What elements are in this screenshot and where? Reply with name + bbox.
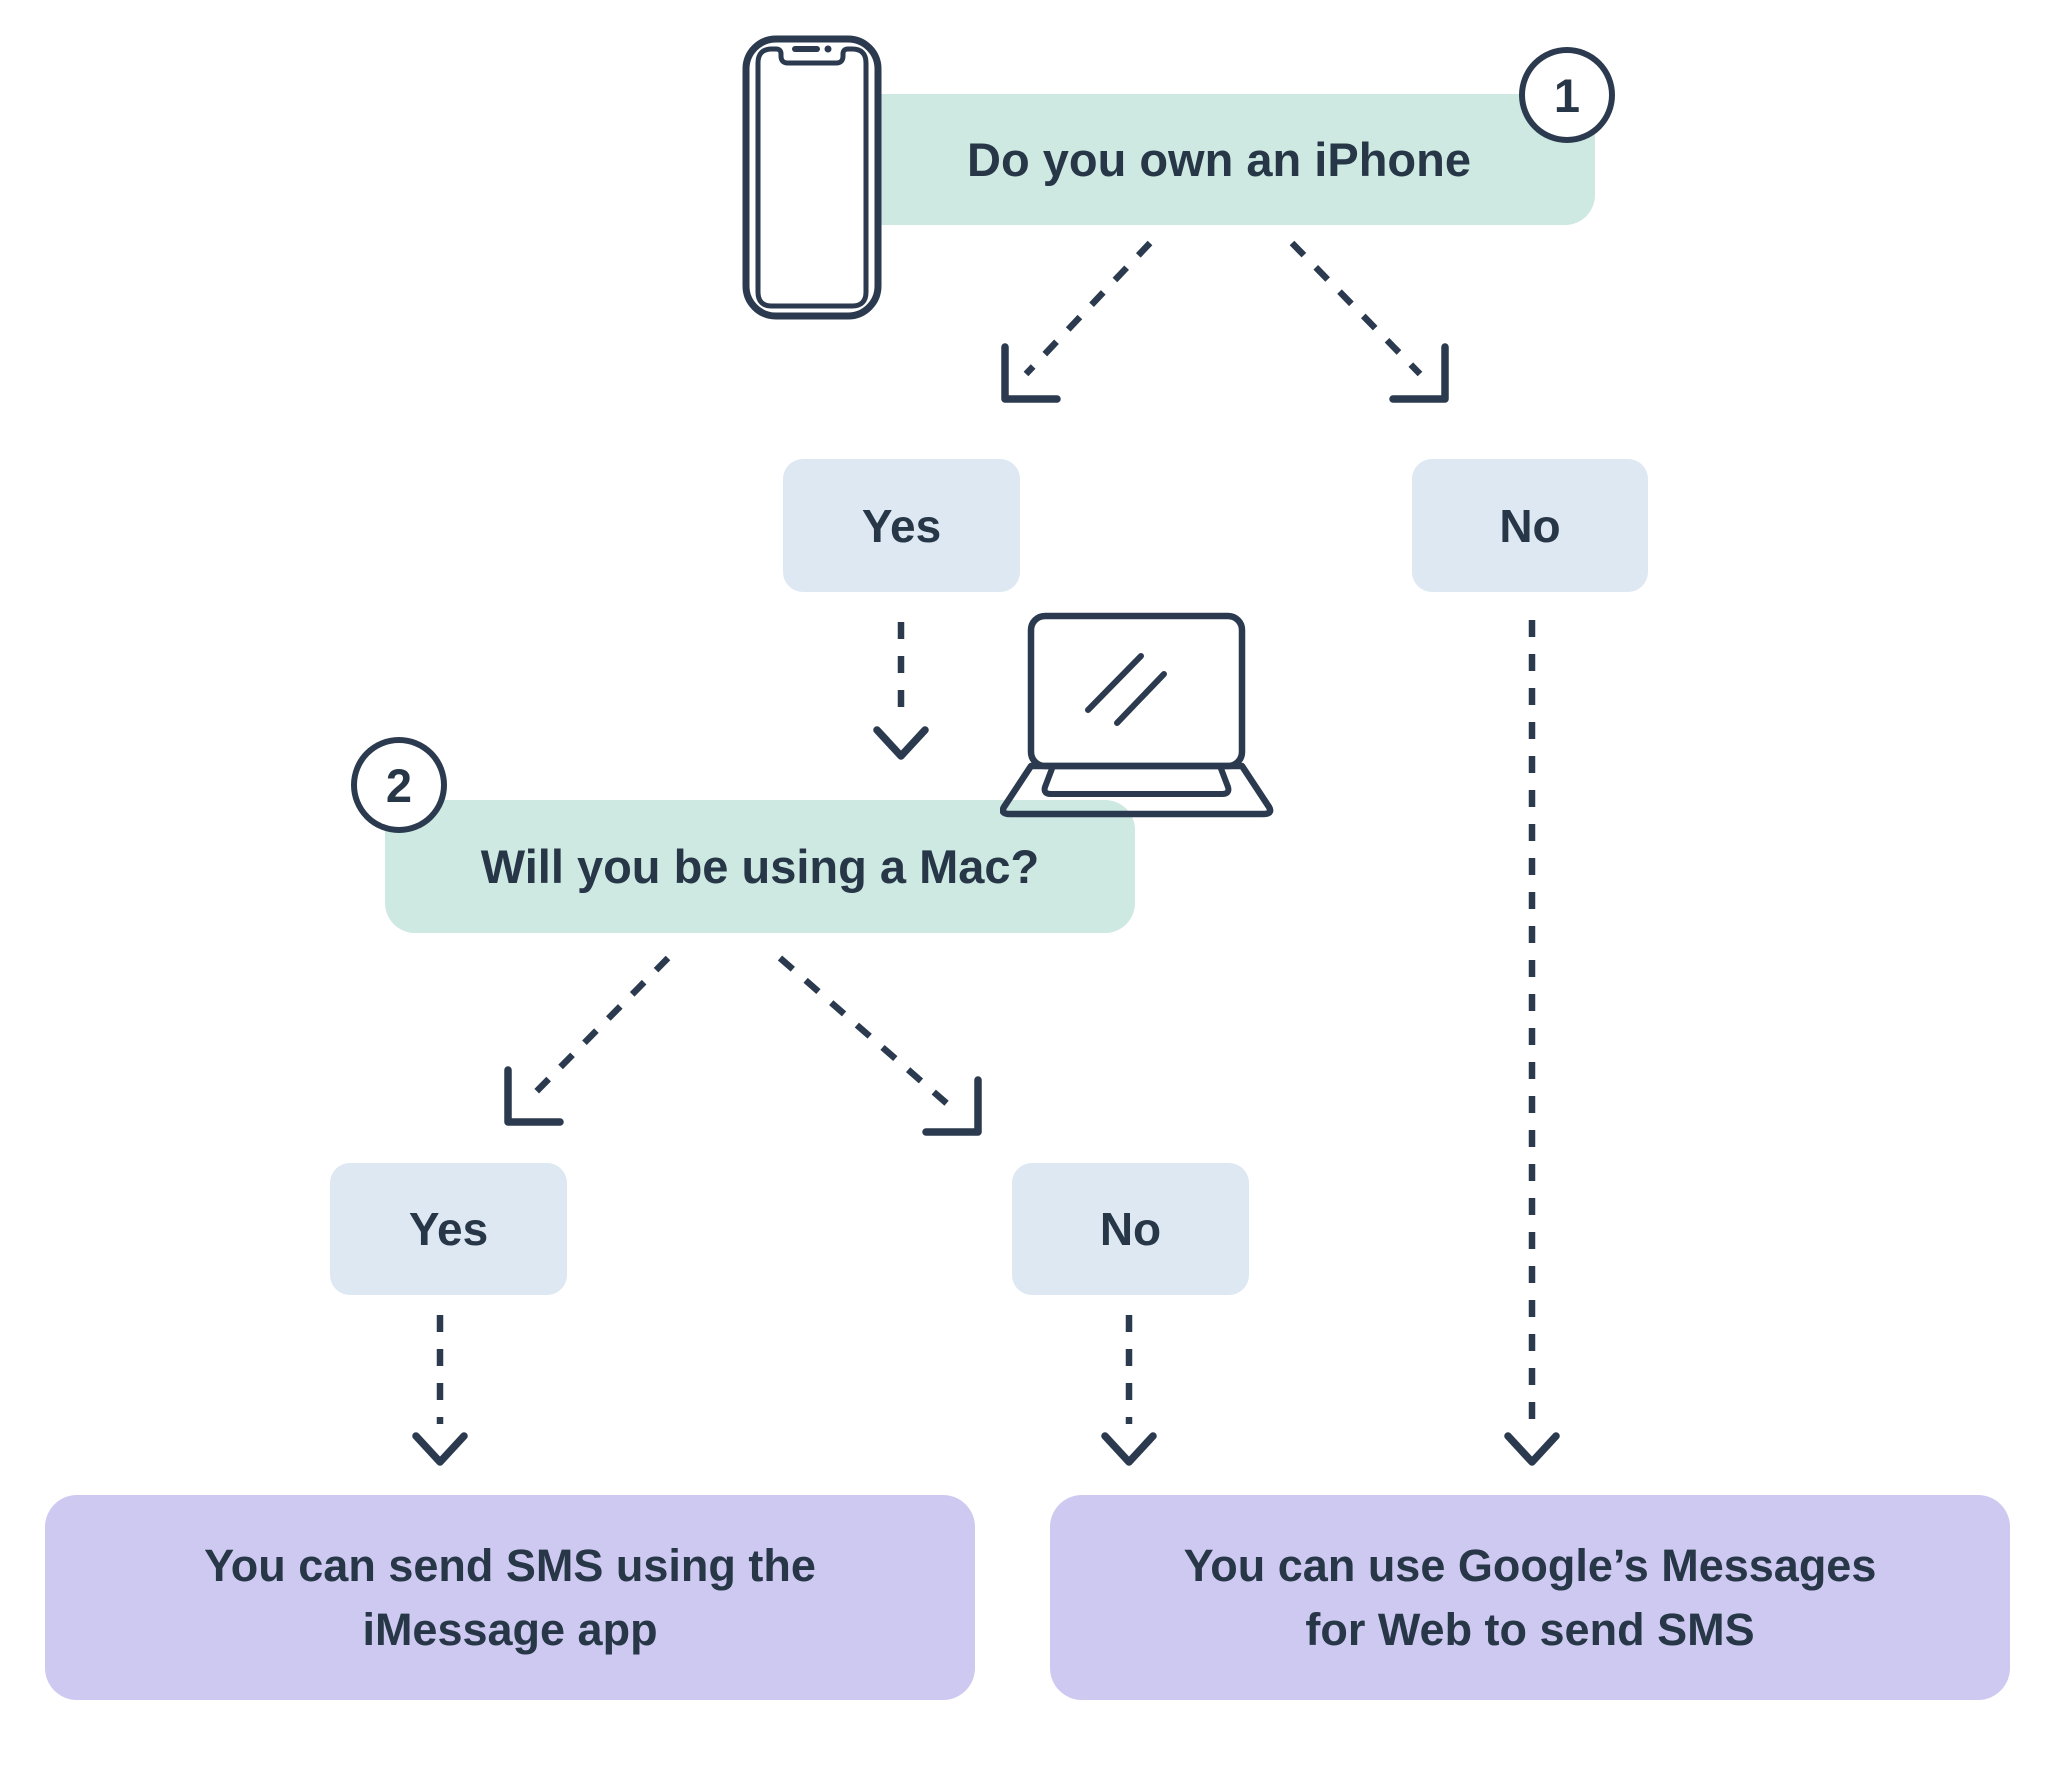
step-1-number: 1 bbox=[1553, 68, 1581, 122]
outcome-imessage-node: You can send SMS using the iMessage app bbox=[45, 1495, 975, 1700]
branch-no-2-node: No bbox=[1012, 1163, 1249, 1295]
branch-no-2-label: No bbox=[1099, 1203, 1162, 1255]
question-1-node: Do you own an iPhone bbox=[843, 94, 1595, 225]
arrow-q2-to-no2 bbox=[777, 955, 982, 1136]
question-1-label: Do you own an iPhone bbox=[967, 133, 1471, 186]
iphone-camera-dot bbox=[824, 45, 832, 53]
branch-yes-2-node: Yes bbox=[330, 1163, 567, 1295]
branch-no-1-node: No bbox=[1412, 459, 1648, 592]
branch-yes-1-node: Yes bbox=[783, 459, 1020, 592]
outcome-google-messages-label: You can use Google’s Messages for Web to… bbox=[1183, 1539, 1877, 1655]
outcome-imessage-label: You can send SMS using the iMessage app bbox=[204, 1539, 816, 1655]
arrow-yes2-to-imessage-outcome bbox=[412, 1315, 468, 1466]
arrow-no1-to-google-outcome bbox=[1504, 620, 1560, 1466]
arrow-q2-to-yes2 bbox=[504, 955, 671, 1126]
arrow-yes1-to-q2 bbox=[873, 622, 929, 760]
arrow-q1-to-no1 bbox=[1289, 240, 1449, 403]
question-2-label: Will you be using a Mac? bbox=[480, 840, 1040, 893]
arrow-q1-to-yes1 bbox=[1001, 240, 1153, 403]
laptop-icon bbox=[1000, 612, 1274, 818]
branch-no-1-label: No bbox=[1499, 499, 1561, 552]
question-2-node: Will you be using a Mac? bbox=[385, 800, 1135, 933]
iphone-icon bbox=[742, 35, 882, 320]
step-1-badge: 1 bbox=[1519, 47, 1615, 143]
outcome-google-messages-node: You can use Google’s Messages for Web to… bbox=[1050, 1495, 2010, 1700]
branch-yes-2-label: Yes bbox=[408, 1203, 489, 1255]
arrow-no2-to-google-outcome bbox=[1101, 1315, 1157, 1466]
step-2-number: 2 bbox=[385, 758, 413, 812]
branch-yes-1-label: Yes bbox=[861, 499, 942, 552]
step-2-badge: 2 bbox=[351, 737, 447, 833]
